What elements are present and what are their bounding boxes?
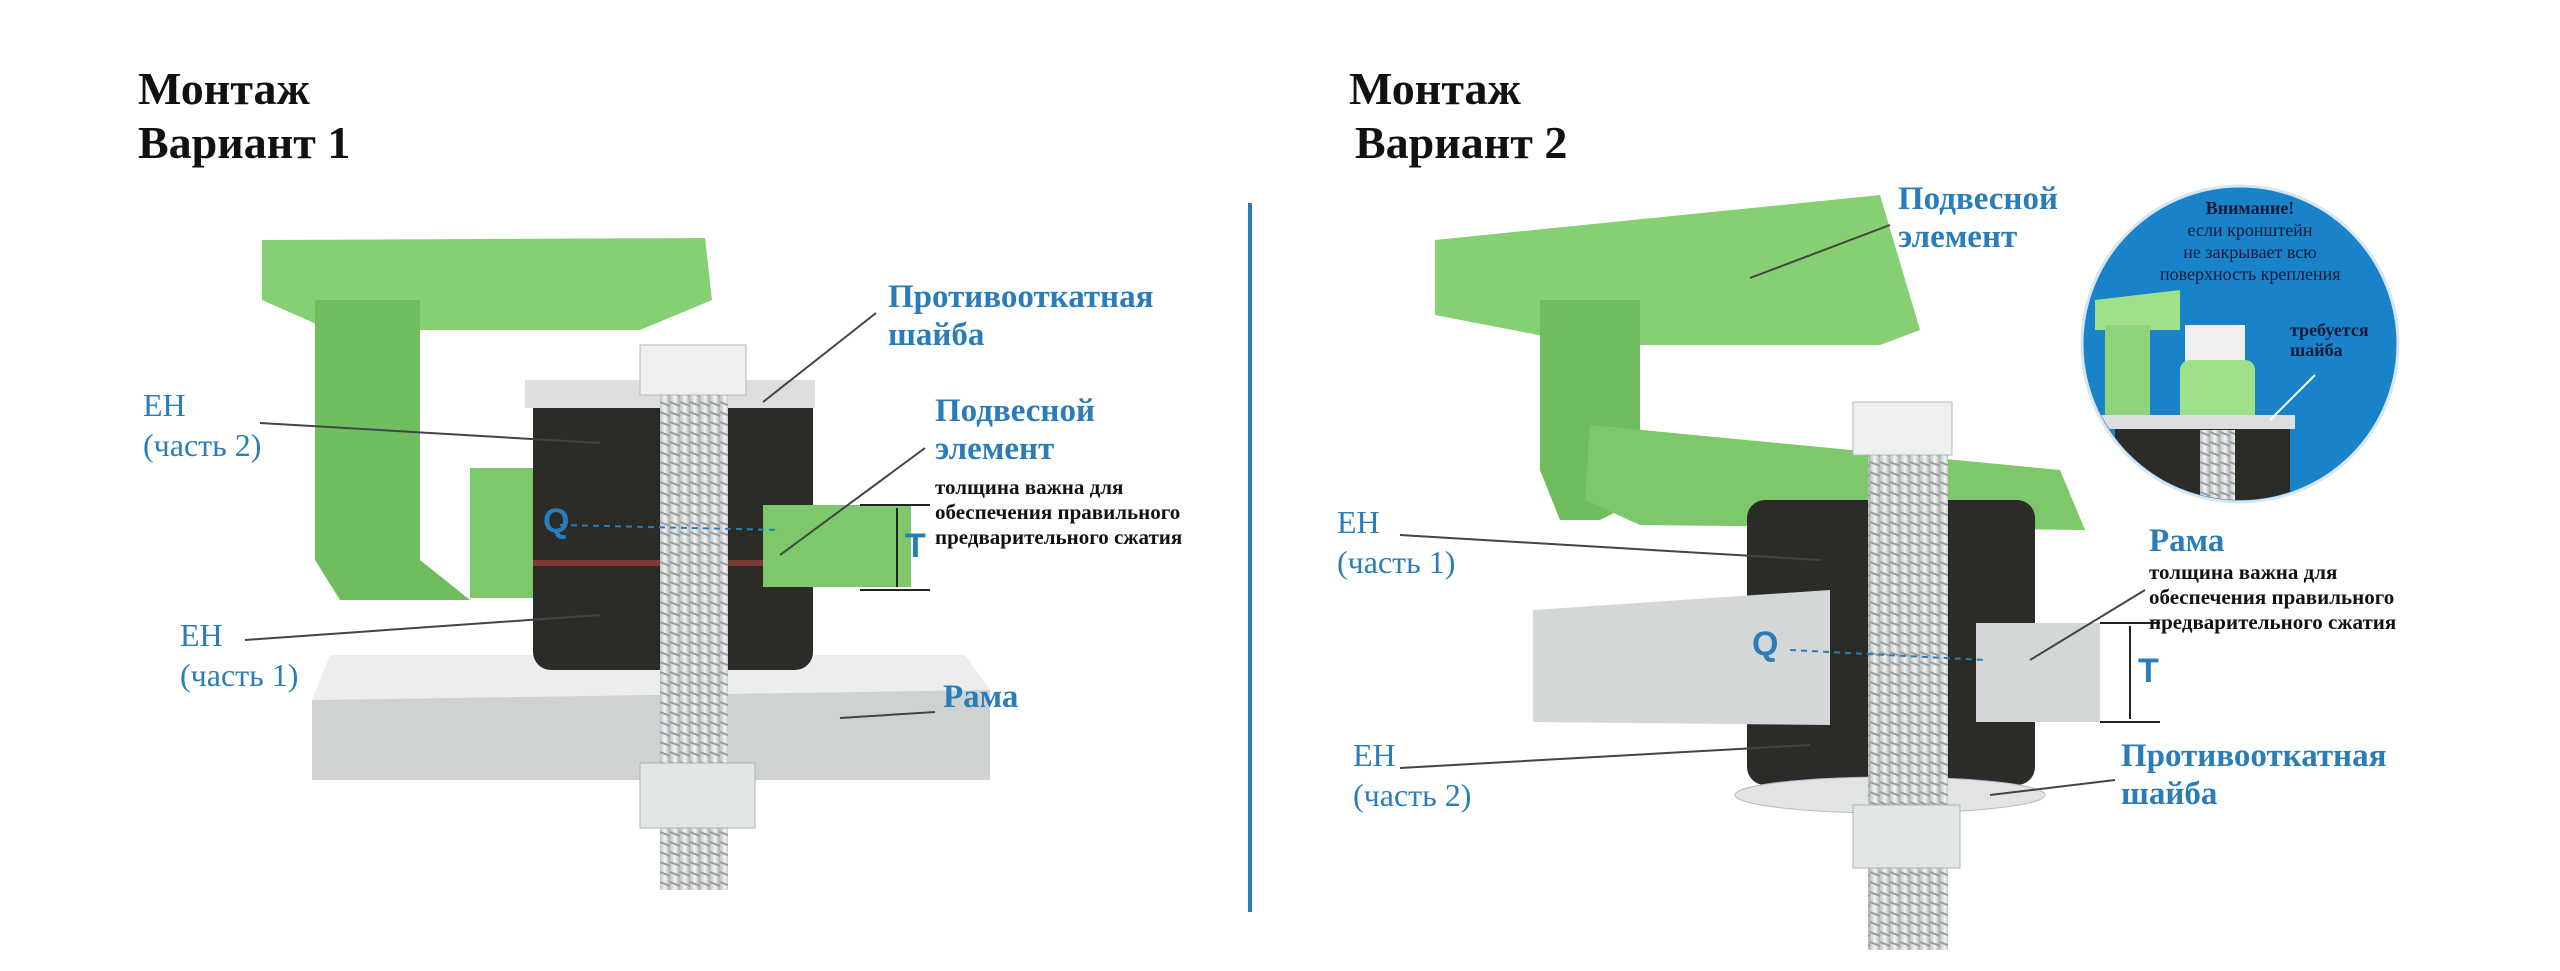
note-line: толщина важна для	[935, 475, 1124, 499]
label-line: Противооткатная	[888, 279, 1154, 315]
bolt-head	[639, 344, 747, 396]
label-antiroll-washer: Противооткатная шайба	[888, 278, 1153, 354]
label-suspended-element: Подвесной элемент	[1898, 180, 2058, 256]
label-line: элемент	[1898, 219, 2018, 255]
note-line: обеспечения правильного	[2149, 585, 2395, 609]
label-line: (часть 2)	[1353, 777, 1472, 813]
label-line: (часть 2)	[143, 427, 262, 463]
variant1-title: Монтаж Вариант 1	[138, 62, 350, 170]
bracket-vertical	[315, 300, 470, 600]
inset-circle	[2080, 184, 2400, 504]
thickness-note: толщина важна для обеспечения правильног…	[2149, 560, 2396, 635]
label-eh-part1: EH (часть 1)	[180, 615, 298, 695]
thickness-note: толщина важна для обеспечения правильног…	[935, 475, 1182, 550]
frame-left	[1533, 590, 1830, 725]
label-eh-part2: EH (часть 2)	[143, 385, 261, 465]
callout-line: шайба	[2290, 340, 2343, 360]
nut	[1852, 804, 1961, 869]
note-line: предварительного сжатия	[935, 525, 1183, 549]
label-line: (часть 1)	[1337, 544, 1456, 580]
label-eh-part1: EH (часть 1)	[1337, 502, 1455, 582]
label-q: Q	[1752, 625, 1779, 663]
label-line: EH	[1337, 504, 1380, 540]
title-line2: Вариант 1	[138, 117, 351, 168]
label-frame: Рама	[943, 679, 1019, 715]
label-line: элемент	[935, 431, 1055, 467]
title-line1: Монтаж	[1349, 63, 1521, 114]
label-frame: Рама	[2149, 523, 2225, 559]
bracket-top	[1435, 195, 1920, 345]
variant2-title: Монтаж Вариант 2	[1349, 62, 1567, 170]
label-antiroll-washer: Противооткатная шайба	[2121, 737, 2386, 813]
note-line: обеспечения правильного	[935, 500, 1181, 524]
inset-heading: Внимание!	[2205, 198, 2295, 218]
variant2-assembly	[1399, 184, 2400, 950]
bracket-arm-right	[763, 505, 911, 587]
note-line: предварительного сжатия	[2149, 610, 2397, 634]
label-line: Подвесной	[935, 393, 1095, 429]
label-line: шайба	[2121, 776, 2218, 812]
variant1-assembly	[244, 238, 990, 890]
title-line1: Монтаж	[138, 63, 310, 114]
label-line: Противооткатная	[2121, 738, 2387, 774]
callout-line: требуется	[2290, 320, 2369, 340]
nut	[639, 762, 756, 829]
label-line: EH	[180, 617, 223, 653]
inset-callout: требуется шайба	[2290, 320, 2369, 360]
bolt-shaft	[1868, 440, 1948, 950]
label-line: EH	[1353, 737, 1396, 773]
label-eh-part2: EH (часть 2)	[1353, 735, 1471, 815]
label-t: T	[2138, 652, 2159, 690]
inset-text: Внимание! если кронштейн не закрывает вс…	[2160, 197, 2341, 285]
inset-line: поверхность крепления	[2160, 264, 2341, 284]
label-q: Q	[543, 502, 570, 540]
label-line: EH	[143, 387, 186, 423]
inset-line: не закрывает всю	[2183, 242, 2317, 262]
note-line: толщина важна для	[2149, 560, 2338, 584]
inset-line: если кронштейн	[2187, 220, 2313, 240]
frame-top	[312, 655, 990, 700]
label-t: T	[905, 527, 926, 565]
label-line: (часть 1)	[180, 657, 299, 693]
label-line: шайба	[888, 317, 985, 353]
frame-right	[1976, 623, 2100, 722]
label-line: Подвесной	[1898, 181, 2058, 217]
title-line2: Вариант 2	[1355, 117, 1568, 168]
bolt-head	[1852, 401, 1953, 456]
frame-front	[312, 690, 990, 780]
label-suspended-element: Подвесной элемент	[935, 392, 1095, 468]
